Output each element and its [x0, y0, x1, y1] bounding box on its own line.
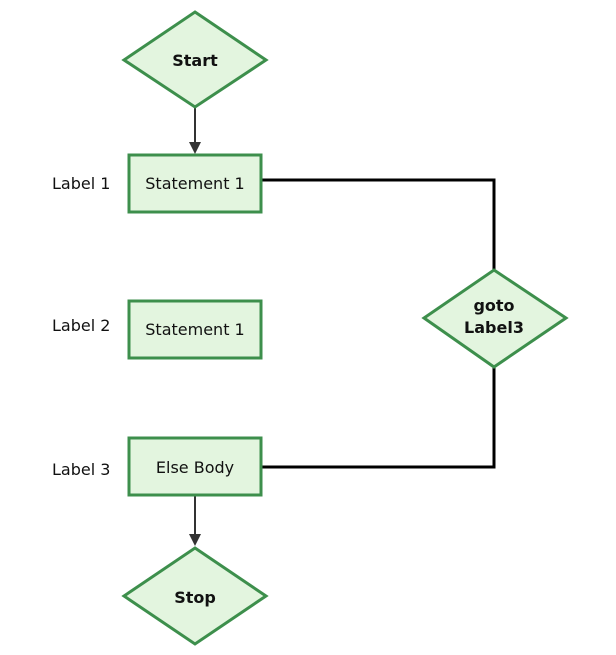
arrow-head-else-body-to-stop [189, 534, 201, 546]
label-1: Label 1 [52, 174, 110, 193]
else-body-node [127, 436, 263, 497]
else-body-node-label: Else Body [156, 458, 234, 477]
stop-node [121, 546, 269, 646]
statement2-node [127, 299, 263, 360]
goto-decision-label-line1: goto [473, 296, 514, 315]
statement1-node-label: Statement 1 [145, 174, 244, 193]
connector-statement1-to-goto [261, 178, 496, 270]
start-node [121, 10, 269, 109]
stop-node-label: Stop [174, 588, 216, 607]
start-node-label: Start [172, 51, 218, 70]
statement2-node-label: Statement 1 [145, 320, 244, 339]
connector-goto-to-else-body [261, 367, 496, 469]
goto-decision-node [421, 268, 569, 369]
arrow-head-start-to-statement1 [189, 142, 201, 154]
statement1-node [127, 153, 263, 214]
goto-decision-label-line2: Label3 [464, 318, 524, 337]
label-2: Label 2 [52, 316, 110, 335]
label-3: Label 3 [52, 460, 110, 479]
